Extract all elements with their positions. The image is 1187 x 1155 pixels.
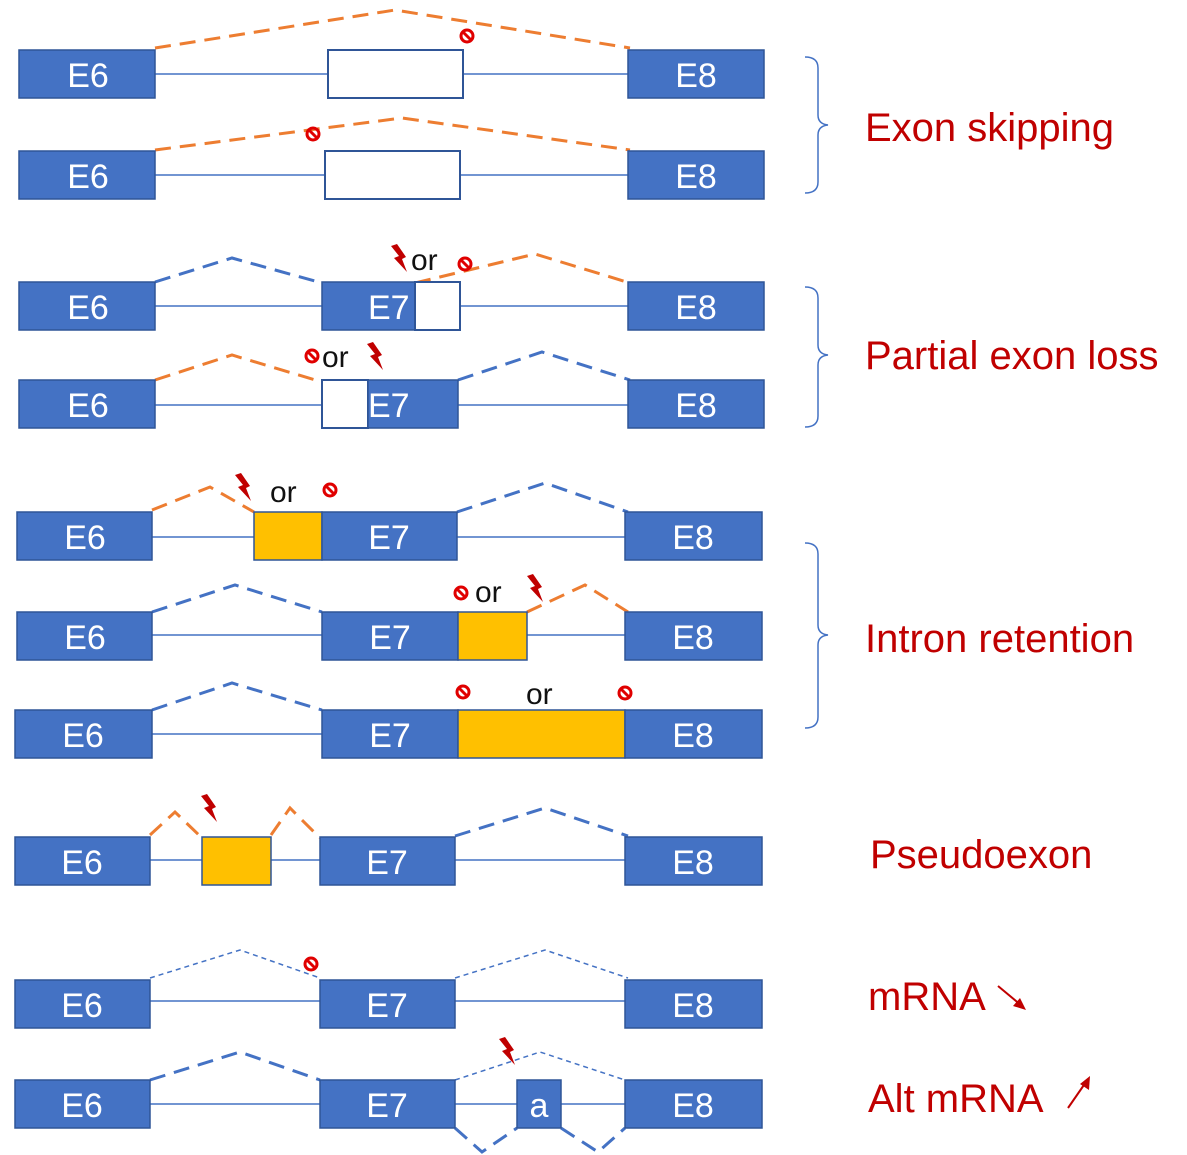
label-pseudoexon: Pseudoexon	[870, 833, 1092, 877]
exon-e7: E7	[368, 519, 410, 557]
row-alt-mrna-up: E6 E7 a E8	[14, 1037, 763, 1154]
exon-e7: E7	[369, 619, 411, 657]
arrow-down-right-icon	[997, 985, 1026, 1010]
exon-e6: E6	[67, 57, 109, 95]
row-partial-exon-loss-2: E6 E7 E8 or	[18, 341, 765, 429]
no-entry-icon	[304, 348, 320, 364]
bracket-intron-retention	[804, 542, 829, 729]
arrow-up-right-icon	[1067, 1076, 1090, 1109]
skipped-exon-e7	[327, 49, 464, 99]
exon-e6: E6	[64, 519, 106, 557]
exon-e8: E8	[675, 158, 717, 196]
lost-exon-part	[321, 379, 369, 429]
lightning-bolt-icon	[201, 794, 217, 822]
alt-exon-a: a	[530, 1087, 549, 1125]
exon-e7: E7	[366, 987, 408, 1025]
no-entry-icon	[322, 482, 338, 498]
no-entry-icon	[617, 685, 633, 701]
exon-e6: E6	[64, 619, 106, 657]
lightning-bolt-icon	[499, 1037, 515, 1065]
row-mrna-down: E6 E7 E8	[14, 949, 763, 1029]
row-partial-exon-loss-1: E6 E7 E8 or	[18, 244, 765, 331]
row-intron-retention-1: E6 E7 E8 or	[16, 473, 763, 561]
lightning-bolt-icon	[391, 244, 407, 272]
exon-e7: E7	[368, 289, 410, 327]
exon-e8: E8	[675, 387, 717, 425]
retained-intron	[457, 709, 626, 759]
exon-e6: E6	[61, 844, 103, 882]
row-intron-retention-3: E6 E7 E8 or	[14, 678, 763, 759]
pseudoexon-block	[201, 836, 272, 886]
or-text: or	[322, 341, 349, 374]
label-partial-exon-loss: Partial exon loss	[865, 334, 1158, 378]
exon-e8: E8	[672, 844, 714, 882]
bracket-partial-exon-loss	[804, 286, 829, 428]
exon-e7: E7	[366, 1087, 408, 1125]
lost-exon-part	[414, 281, 461, 331]
or-text: or	[270, 476, 297, 509]
row-pseudoexon: E6 E7 E8	[14, 794, 763, 886]
exon-e6: E6	[67, 387, 109, 425]
or-text: or	[475, 576, 502, 609]
exon-e8: E8	[675, 57, 717, 95]
exon-e6: E6	[67, 158, 109, 196]
lightning-bolt-icon	[367, 342, 383, 370]
no-entry-icon	[303, 956, 319, 972]
no-entry-icon	[457, 256, 473, 272]
exon-e7: E7	[366, 844, 408, 882]
exon-e8: E8	[672, 987, 714, 1025]
exon-e7: E7	[368, 387, 410, 425]
exon-e6: E6	[67, 289, 109, 327]
row-exon-skipping-1: E6 E8	[18, 8, 765, 99]
exon-e8: E8	[672, 519, 714, 557]
or-text: or	[526, 678, 553, 711]
exon-e8: E8	[672, 717, 714, 755]
label-intron-retention: Intron retention	[865, 617, 1134, 661]
skipped-exon-e7	[324, 150, 461, 200]
row-exon-skipping-2: E6 E8	[18, 116, 765, 200]
exon-e6: E6	[61, 1087, 103, 1125]
exon-e8: E8	[675, 289, 717, 327]
exon-e6: E6	[61, 987, 103, 1025]
label-exon-skipping: Exon skipping	[865, 106, 1114, 150]
exon-e8: E8	[672, 1087, 714, 1125]
retained-intron	[253, 511, 323, 561]
exon-e6: E6	[62, 717, 104, 755]
exon-e8: E8	[672, 619, 714, 657]
exon-e7: E7	[369, 717, 411, 755]
label-mrna-down: mRNA	[868, 975, 986, 1019]
no-entry-icon	[453, 585, 469, 601]
lightning-bolt-icon	[527, 574, 543, 602]
lightning-bolt-icon	[235, 473, 251, 501]
bracket-exon-skipping	[804, 56, 829, 194]
no-entry-icon	[459, 28, 475, 44]
or-text: or	[411, 244, 438, 277]
label-alt-mrna-up: Alt mRNA	[868, 1077, 1044, 1121]
no-entry-icon	[455, 684, 471, 700]
row-intron-retention-2: E6 E7 E8 or	[16, 574, 763, 661]
retained-intron	[457, 611, 528, 661]
